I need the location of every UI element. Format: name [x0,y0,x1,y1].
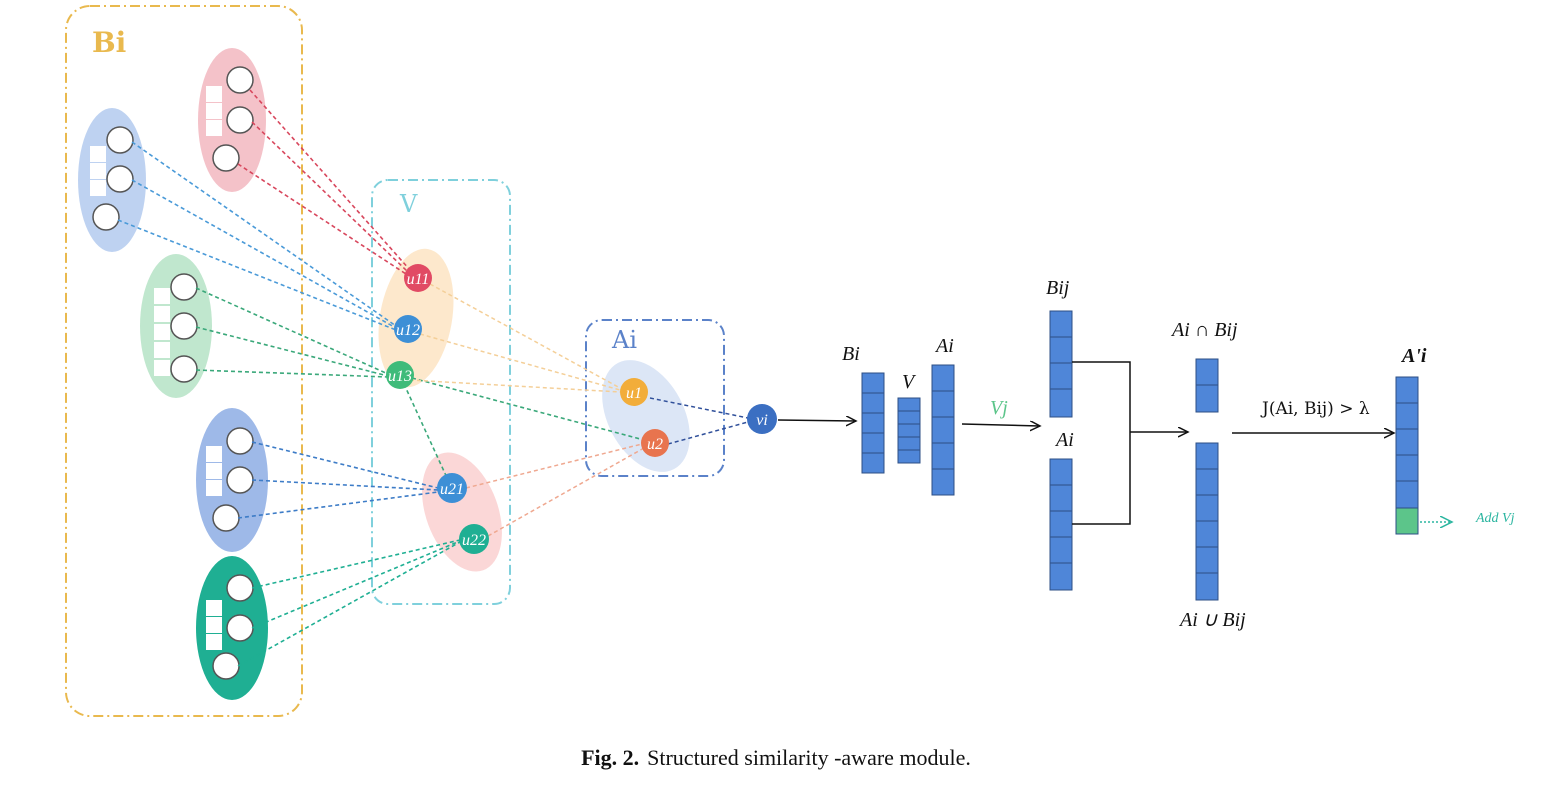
caption-text: Structured similarity -aware module. [647,745,971,770]
label-bi: Bi [842,343,860,365]
vector-ai-second [1049,458,1073,591]
label-condition: J(Ai, Bij) > λ [1260,399,1370,419]
label-v: V [902,371,917,393]
vector-ai [931,364,955,496]
node-u11: u11 [404,264,432,292]
ai-group-label: Ai [611,326,637,354]
node-u1: u1 [620,378,648,406]
node-u22: u22 [459,524,489,554]
node-u21: u21 [437,473,467,503]
cluster-red [198,48,266,192]
vector-ai-prime [1395,376,1419,535]
svg-text:u13: u13 [388,368,412,385]
v-group-box [371,179,511,605]
label-intersection: Ai ∩ Bij [1170,319,1238,341]
node-vi: vi [747,404,777,434]
v-group-label: V [399,190,418,218]
label-add-vj: Add Vj [1475,511,1515,526]
label-ai: Ai [934,335,954,357]
label-ai-prime: A'i [1400,345,1427,367]
label-vj: Vj [990,397,1008,419]
connections-teal [237,539,461,667]
bi-group-label: Bi [92,26,126,59]
arrow-to-bij [961,424,1040,426]
vector-union [1195,442,1219,601]
label-bij: Bij [1046,277,1070,299]
cluster-teal [196,556,268,700]
svg-text:u2: u2 [647,436,663,453]
node-u13: u13 [386,361,414,389]
connections-green [195,287,645,481]
svg-text:u11: u11 [407,271,430,288]
connections-blue [237,441,439,519]
bi-group-box [65,5,303,717]
svg-text:vi: vi [756,412,768,429]
vector-bij [1049,310,1073,418]
svg-text:u1: u1 [626,385,642,402]
node-u2: u2 [641,429,669,457]
svg-text:u22: u22 [462,532,486,549]
vector-intersection [1195,358,1219,413]
figure-caption: Fig. 2. Structured similarity -aware modu… [0,745,1552,771]
label-ai-second: Ai [1054,429,1074,451]
svg-text:u12: u12 [396,322,420,339]
added-vj-cell [1395,507,1419,535]
connections-to-ai [409,283,749,537]
arrow-vi-to-bi [777,420,856,421]
label-union: Ai ∪ Bij [1178,609,1246,631]
cluster-blue [196,408,268,552]
vector-bi [861,372,885,474]
svg-text:u21: u21 [440,481,464,498]
cluster-lightblue [78,108,146,252]
vector-v [897,397,921,464]
connections-lightblue [117,141,397,331]
node-u12: u12 [394,315,422,343]
cluster-green [140,254,212,398]
ai-cluster [602,360,690,472]
caption-label: Fig. 2. [581,745,640,770]
v-cluster-bottom [422,452,502,572]
merge-bracket [1072,361,1131,525]
connections-red [237,89,411,275]
